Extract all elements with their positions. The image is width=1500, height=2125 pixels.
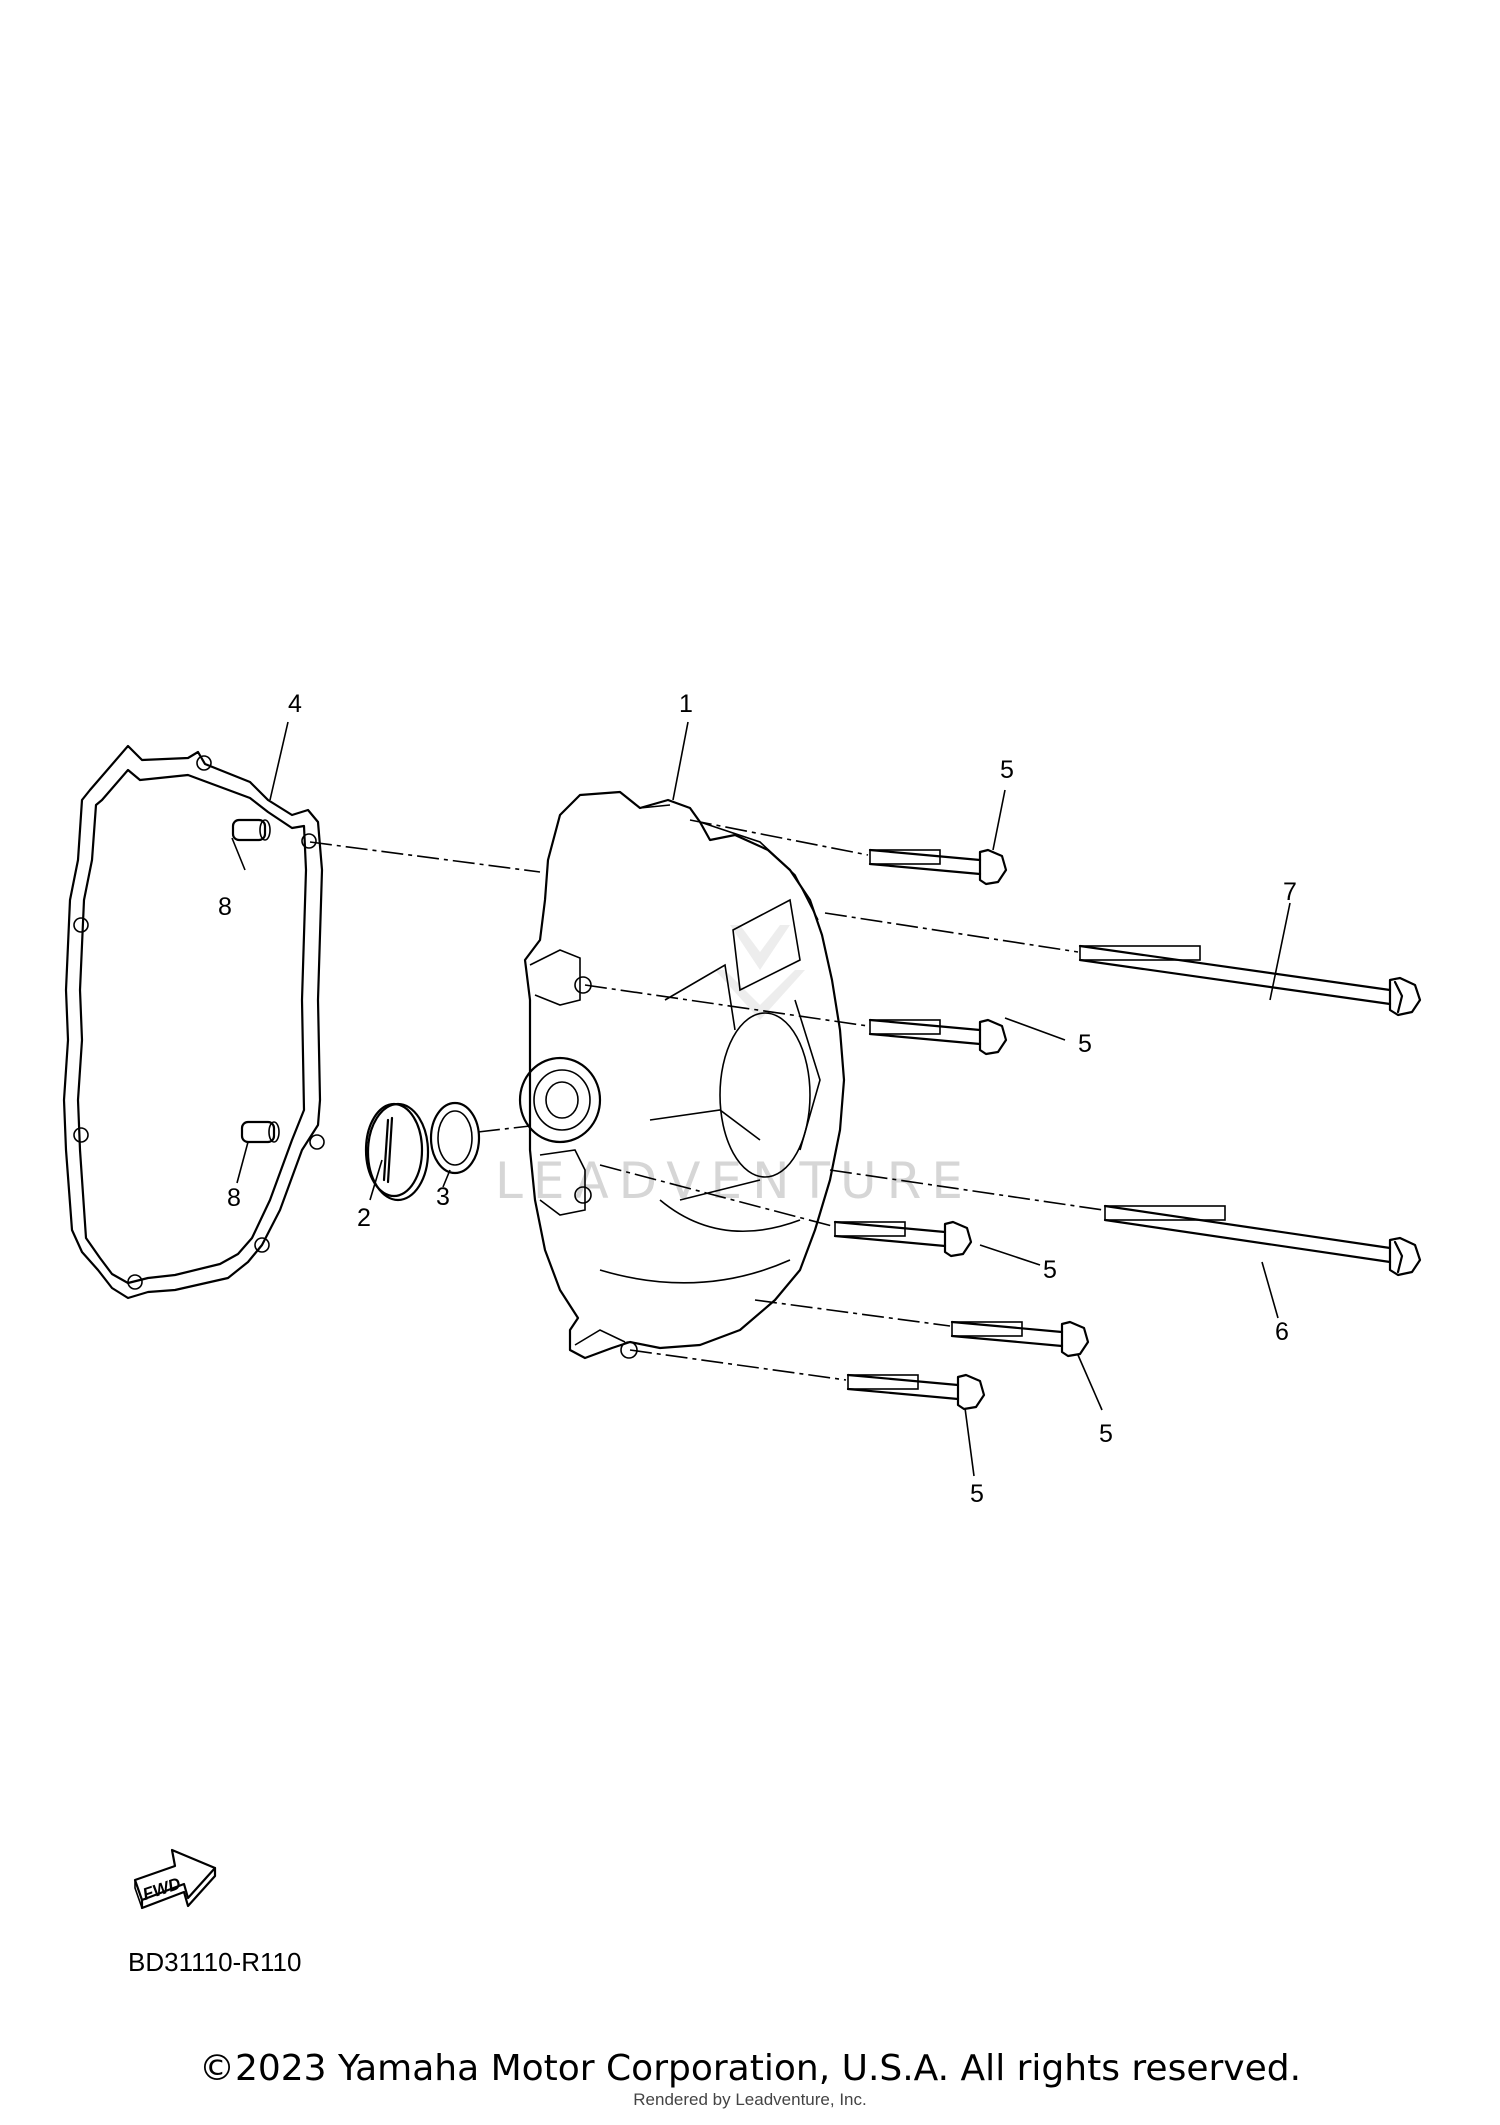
callout-3: 3: [436, 1183, 450, 1211]
callout-8: 8: [218, 893, 232, 921]
callout-7: 7: [1283, 878, 1297, 906]
callout-5: 5: [1000, 756, 1014, 784]
dowel-pins: [231, 818, 280, 1144]
callout-2: 2: [357, 1204, 371, 1232]
callout-5: 5: [1078, 1030, 1092, 1058]
callout-4: 4: [288, 690, 302, 718]
diagram-code: BD31110-R110: [128, 1947, 302, 1977]
crankcase-cover: [518, 790, 846, 1360]
o-ring: [429, 1101, 481, 1175]
callout-5: 5: [970, 1480, 984, 1508]
copyright-notice: ©2023 Yamaha Motor Corporation, U.S.A. A…: [198, 2048, 1302, 2089]
callouts: 1 2 3 4 5 5 5 5 5 6 7 8 8: [218, 690, 1297, 1508]
plug: [364, 1102, 430, 1202]
svg-text:LEADVENTURE: LEADVENTURE: [495, 1152, 973, 1210]
rendered-by-notice: Rendered by Leadventure, Inc.: [633, 2090, 867, 2109]
callout-5: 5: [1043, 1256, 1057, 1284]
callout-6: 6: [1275, 1318, 1289, 1346]
bolt-6: [1103, 1204, 1422, 1277]
bolts-5: [833, 848, 1090, 1411]
fwd-arrow-icon: FWD: [133, 1848, 217, 1910]
callout-1: 1: [679, 690, 693, 718]
callout-8: 8: [227, 1184, 241, 1212]
bolt-7: [1078, 944, 1422, 1017]
watermark: LEADVENTURE: [495, 925, 973, 1210]
assembly-lines: [309, 819, 1104, 1381]
gasket: [62, 744, 325, 1300]
leader-lines: [231, 721, 1291, 1477]
callout-5: 5: [1099, 1420, 1113, 1448]
